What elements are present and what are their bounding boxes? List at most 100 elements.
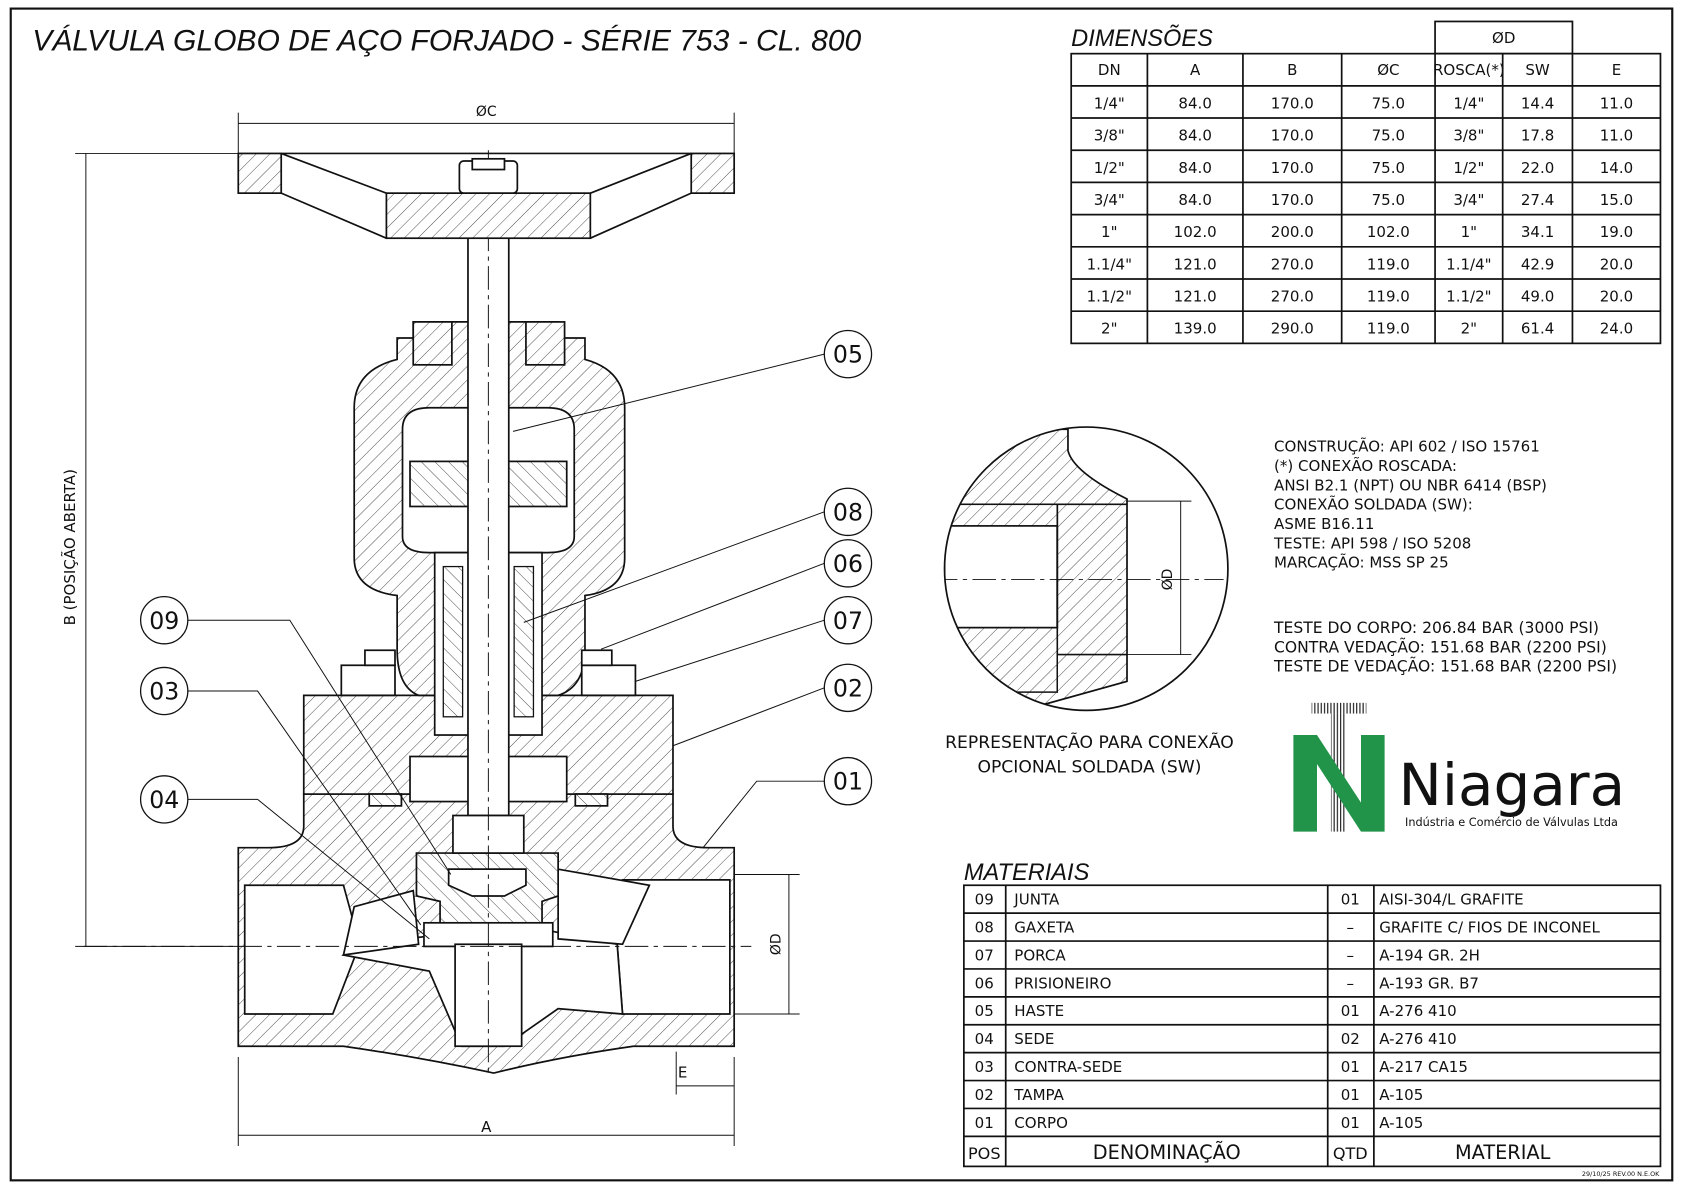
dimensions-cell: 14.4	[1521, 94, 1554, 112]
dimensions-cell: 75.0	[1372, 94, 1405, 112]
logo-n-mark	[1293, 735, 1385, 832]
materials-material: A-105	[1379, 1086, 1423, 1104]
dimensions-cell: 1/4"	[1453, 94, 1484, 112]
materials-qty: –	[1347, 946, 1355, 964]
drawing-title: VÁLVULA GLOBO DE AÇO FORJADO - SÉRIE 753…	[32, 24, 861, 57]
dimension-lines: ØC B (POSIÇÃO ABERTA) A E ØD	[60, 104, 800, 1147]
materials-material: A-217 CA15	[1379, 1058, 1468, 1076]
dimensions-cell: 1/4"	[1094, 94, 1125, 112]
materials-pos: 07	[975, 946, 994, 964]
dimensions-cell: 119.0	[1367, 320, 1410, 338]
part-balloon	[823, 756, 873, 806]
note-line: CONSTRUÇÃO: API 602 / ISO 15761	[1274, 437, 1540, 456]
part-balloon-label: 04	[149, 786, 179, 814]
dimensions-cell: 270.0	[1271, 288, 1314, 306]
note-line: ANSI B2.1 (NPT) OU NBR 6414 (BSP)	[1274, 476, 1547, 494]
materials-qty: 01	[1341, 891, 1360, 909]
dimensions-cell: 17.8	[1521, 127, 1554, 145]
packing-gland	[412, 321, 453, 366]
test-pressure-line: CONTRA VEDAÇÃO: 151.68 BAR (2200 PSI)	[1274, 637, 1607, 656]
materials-header-cell: POS	[968, 1144, 1001, 1163]
materials-header-cell: DENOMINAÇÃO	[1093, 1141, 1241, 1164]
dim-c-label: ØC	[476, 104, 497, 120]
part-balloon-label: 01	[833, 768, 863, 796]
materials-name: HASTE	[1014, 1002, 1064, 1020]
dimensions-cell: 19.0	[1600, 223, 1633, 241]
note-line: ASME B16.11	[1274, 515, 1374, 533]
materials-material: A-276 410	[1379, 1002, 1456, 1020]
dimensions-cell: 200.0	[1271, 223, 1314, 241]
dimensions-header-cell: A	[1190, 61, 1201, 79]
dimensions-cell: 170.0	[1271, 191, 1314, 209]
part-balloon-label: 07	[833, 607, 863, 635]
stud-nut-right	[580, 664, 637, 697]
materials-pos: 03	[975, 1058, 994, 1076]
dimensions-cell: 2"	[1461, 320, 1477, 338]
dimensions-cell: 3/8"	[1453, 127, 1484, 145]
dimensions-header-cell: B	[1287, 61, 1297, 79]
stud-nut-left	[340, 664, 396, 697]
part-balloon	[823, 329, 873, 379]
materials-name: JUNTA	[1013, 891, 1060, 909]
dimensions-cell: 290.0	[1271, 320, 1314, 338]
materials-material: A-193 GR. B7	[1379, 974, 1479, 992]
dimensions-cell: 102.0	[1174, 223, 1217, 241]
dimensions-cell: 270.0	[1271, 255, 1314, 273]
dimensions-cell: 170.0	[1271, 159, 1314, 177]
test-pressure-line: TESTE DO CORPO: 206.84 BAR (3000 PSI)	[1273, 619, 1599, 637]
dimensions-cell: 34.1	[1521, 223, 1554, 241]
dimensions-header-cell: SW	[1525, 61, 1550, 79]
dimensions-header-cell: E	[1612, 61, 1622, 79]
part-balloon	[823, 595, 873, 645]
dimensions-cell: 2"	[1101, 320, 1117, 338]
part-balloon	[139, 595, 189, 645]
dimensions-cell: 15.0	[1600, 191, 1633, 209]
dimensions-cell: 1.1/2"	[1446, 288, 1491, 306]
dimensions-cell: 121.0	[1174, 288, 1217, 306]
dimensions-cell: 75.0	[1372, 127, 1405, 145]
dimensions-cell: 42.9	[1521, 255, 1554, 273]
note-line: (*) CONEXÃO ROSCADA:	[1274, 456, 1457, 475]
dimensions-cell: 1"	[1461, 223, 1477, 241]
materials-qty: 01	[1341, 1086, 1360, 1104]
dimensions-cell: 11.0	[1600, 94, 1633, 112]
dimensions-cell: 3/8"	[1094, 127, 1125, 145]
dimensions-cell: 27.4	[1521, 191, 1554, 209]
gasket-left	[368, 793, 403, 807]
detail-dim-d-label: ØD	[1160, 569, 1176, 591]
materials-material: AISI-304/L GRAFITE	[1379, 891, 1523, 909]
materials-header-cell: QTD	[1333, 1144, 1368, 1163]
detail-caption-2: OPCIONAL SOLDADA (SW)	[977, 758, 1201, 778]
dimensions-cell: 75.0	[1372, 159, 1405, 177]
note-line: MARCAÇÃO: MSS SP 25	[1274, 553, 1449, 572]
materials-pos: 01	[975, 1114, 994, 1132]
dimensions-cell: 1.1/4"	[1087, 255, 1132, 273]
materials-pos: 08	[975, 918, 994, 936]
dimensions-cell: 119.0	[1367, 288, 1410, 306]
dimensions-cell: 1"	[1101, 223, 1117, 241]
packing-rings	[442, 565, 535, 718]
dimensions-cell: 119.0	[1367, 255, 1410, 273]
dimensions-cell: 84.0	[1178, 191, 1211, 209]
dimensions-cell: 170.0	[1271, 127, 1314, 145]
materials-name: SEDE	[1014, 1030, 1054, 1048]
materials-name: CONTRA-SEDE	[1014, 1058, 1122, 1076]
materials-name: CORPO	[1014, 1114, 1068, 1132]
dimensions-cell: 170.0	[1271, 94, 1314, 112]
dimensions-cell: 1/2"	[1453, 159, 1484, 177]
part-balloon-label: 09	[149, 607, 179, 635]
dimensions-cell: 84.0	[1178, 159, 1211, 177]
detail-caption-1: REPRESENTAÇÃO PARA CONEXÃO	[945, 731, 1234, 753]
dimensions-header-cell: ROSCA(*)	[1433, 61, 1505, 79]
dimensions-group-header: ØD	[1492, 29, 1515, 47]
materials-qty: 01	[1341, 1002, 1360, 1020]
note-line: TESTE: API 598 / ISO 5208	[1273, 534, 1471, 552]
materials-name: PORCA	[1014, 946, 1066, 964]
dimensions-cell: 22.0	[1521, 159, 1554, 177]
